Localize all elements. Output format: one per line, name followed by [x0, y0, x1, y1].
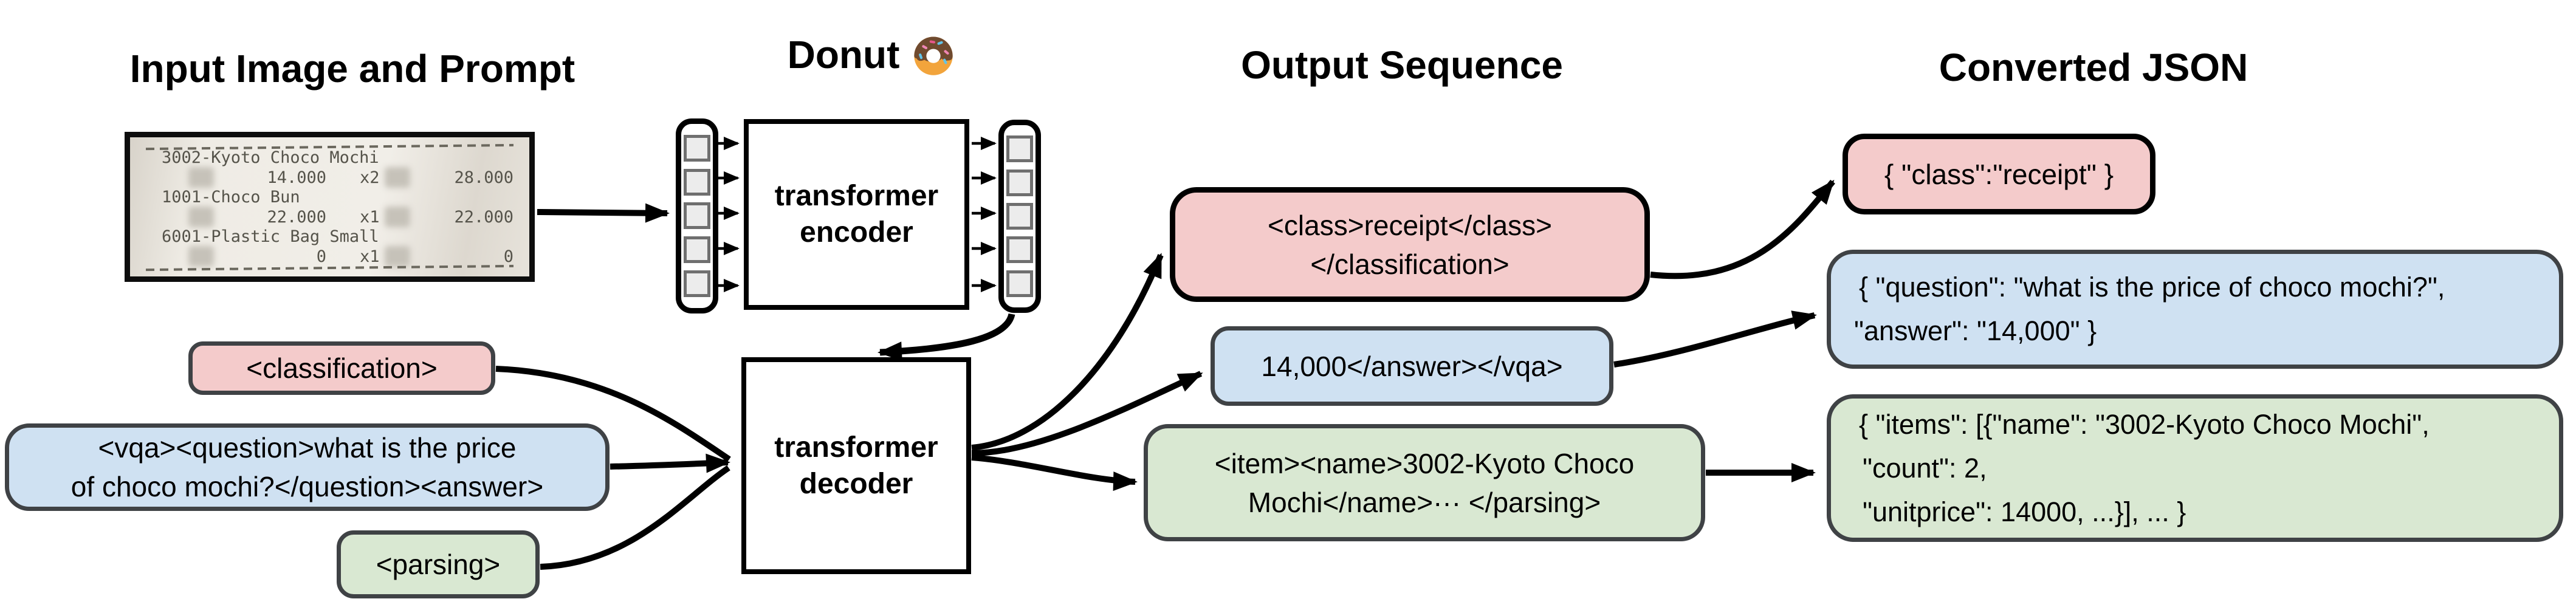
embedding-cell — [1006, 169, 1033, 196]
json-column-title: Converted JSON — [1939, 46, 2248, 89]
input-column-title: Input Image and Prompt — [129, 47, 575, 91]
patch-cell — [684, 236, 710, 264]
receipt-item-name: 1001-Choco Bun — [162, 188, 300, 207]
arrows-encoder-to-embeddings — [972, 137, 997, 292]
encoder-label-line1: transformer — [774, 180, 939, 212]
encoder-input-patches — [676, 118, 718, 313]
embedding-cell — [1006, 236, 1033, 264]
redaction-blur — [188, 207, 214, 227]
encoder-output-embeddings — [998, 120, 1041, 313]
output-column-title: Output Sequence — [1241, 43, 1563, 87]
arrow-embeddings-to-decoder — [878, 313, 1015, 361]
patch-cell — [684, 270, 710, 298]
output-parsing: <item><name>3002-Kyoto Choco Mochi</name… — [1144, 424, 1705, 541]
embedding-cell — [1006, 202, 1033, 230]
transformer-decoder-box: transformer decoder — [741, 357, 971, 574]
redaction-blur — [385, 246, 410, 267]
redaction-blur — [188, 167, 214, 188]
patch-cell — [684, 134, 710, 162]
prompt-vqa: <vqa><question>what is the price of choc… — [5, 423, 610, 511]
redaction-blur — [188, 246, 214, 267]
decoder-label-line2: decoder — [799, 467, 913, 500]
redaction-blur — [385, 207, 410, 227]
prompt-classification: <classification> — [188, 341, 495, 395]
model-column-title: Donut — [732, 32, 1012, 78]
decoder-label-line1: transformer — [774, 431, 938, 464]
transformer-encoder-box: transformer encoder — [744, 119, 969, 310]
patch-cell — [684, 202, 710, 230]
model-title-text: Donut — [787, 33, 900, 77]
embedding-cell — [1006, 135, 1033, 163]
prompt-parsing: <parsing> — [337, 530, 540, 598]
embedding-cell — [1006, 270, 1033, 297]
donut-emoji-icon — [914, 36, 953, 75]
redaction-blur — [385, 167, 410, 188]
receipt-item-name: 6001-Plastic Bag Small — [162, 227, 379, 246]
patch-cell — [684, 168, 710, 196]
output-vqa: 14,000</answer></vqa> — [1211, 326, 1613, 406]
encoder-label-line2: encoder — [800, 216, 913, 248]
json-parsing: { "items": [{"name": "3002-Kyoto Choco M… — [1827, 394, 2563, 542]
output-classification: <class>receipt</class> </classification> — [1170, 187, 1650, 302]
json-classification: { "class":"receipt" } — [1843, 134, 2155, 214]
receipt-item-name: 3002-Kyoto Choco Mochi — [162, 148, 379, 167]
json-vqa: { "question": "what is the price of choc… — [1827, 250, 2563, 369]
arrow-image-to-patches — [537, 203, 670, 223]
